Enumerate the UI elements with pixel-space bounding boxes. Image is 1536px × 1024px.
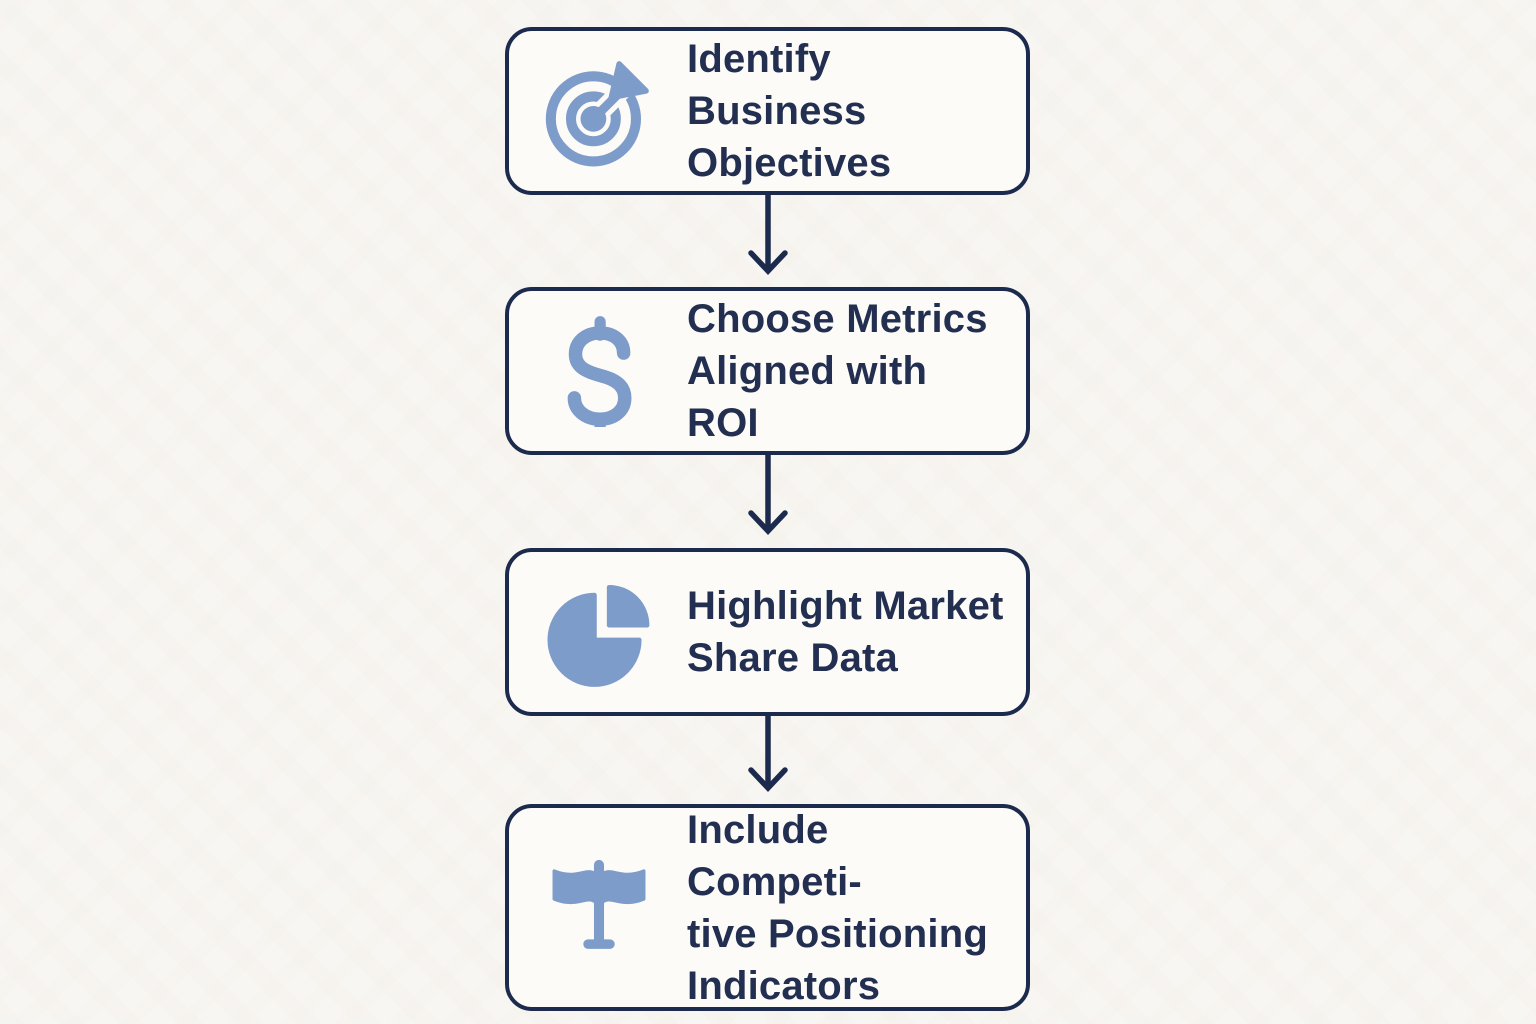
step-label: Choose Metrics Aligned with ROI bbox=[687, 297, 988, 445]
double-flags-icon bbox=[543, 852, 655, 964]
step-highlight-market-share: Highlight Market Share Data bbox=[505, 548, 1030, 716]
step-include-competitive-positioning: Include Competi- tive Positioning Indica… bbox=[505, 804, 1030, 1011]
step-identify-business-objectives: Identify Business Objectives bbox=[505, 27, 1030, 195]
step-choose-metrics-roi: Choose Metrics Aligned with ROI bbox=[505, 287, 1030, 455]
down-arrow-connector bbox=[748, 195, 788, 276]
dollar-sign-icon bbox=[543, 315, 655, 427]
step-label: Highlight Market Share Data bbox=[687, 584, 1004, 680]
down-arrow-connector bbox=[748, 455, 788, 536]
down-arrow-connector bbox=[748, 712, 788, 793]
pie-chart-icon bbox=[543, 576, 655, 688]
step-label: Identify Business Objectives bbox=[687, 37, 892, 185]
target-bullseye-icon bbox=[543, 55, 655, 167]
step-label: Include Competi- tive Positioning Indica… bbox=[687, 807, 988, 1008]
